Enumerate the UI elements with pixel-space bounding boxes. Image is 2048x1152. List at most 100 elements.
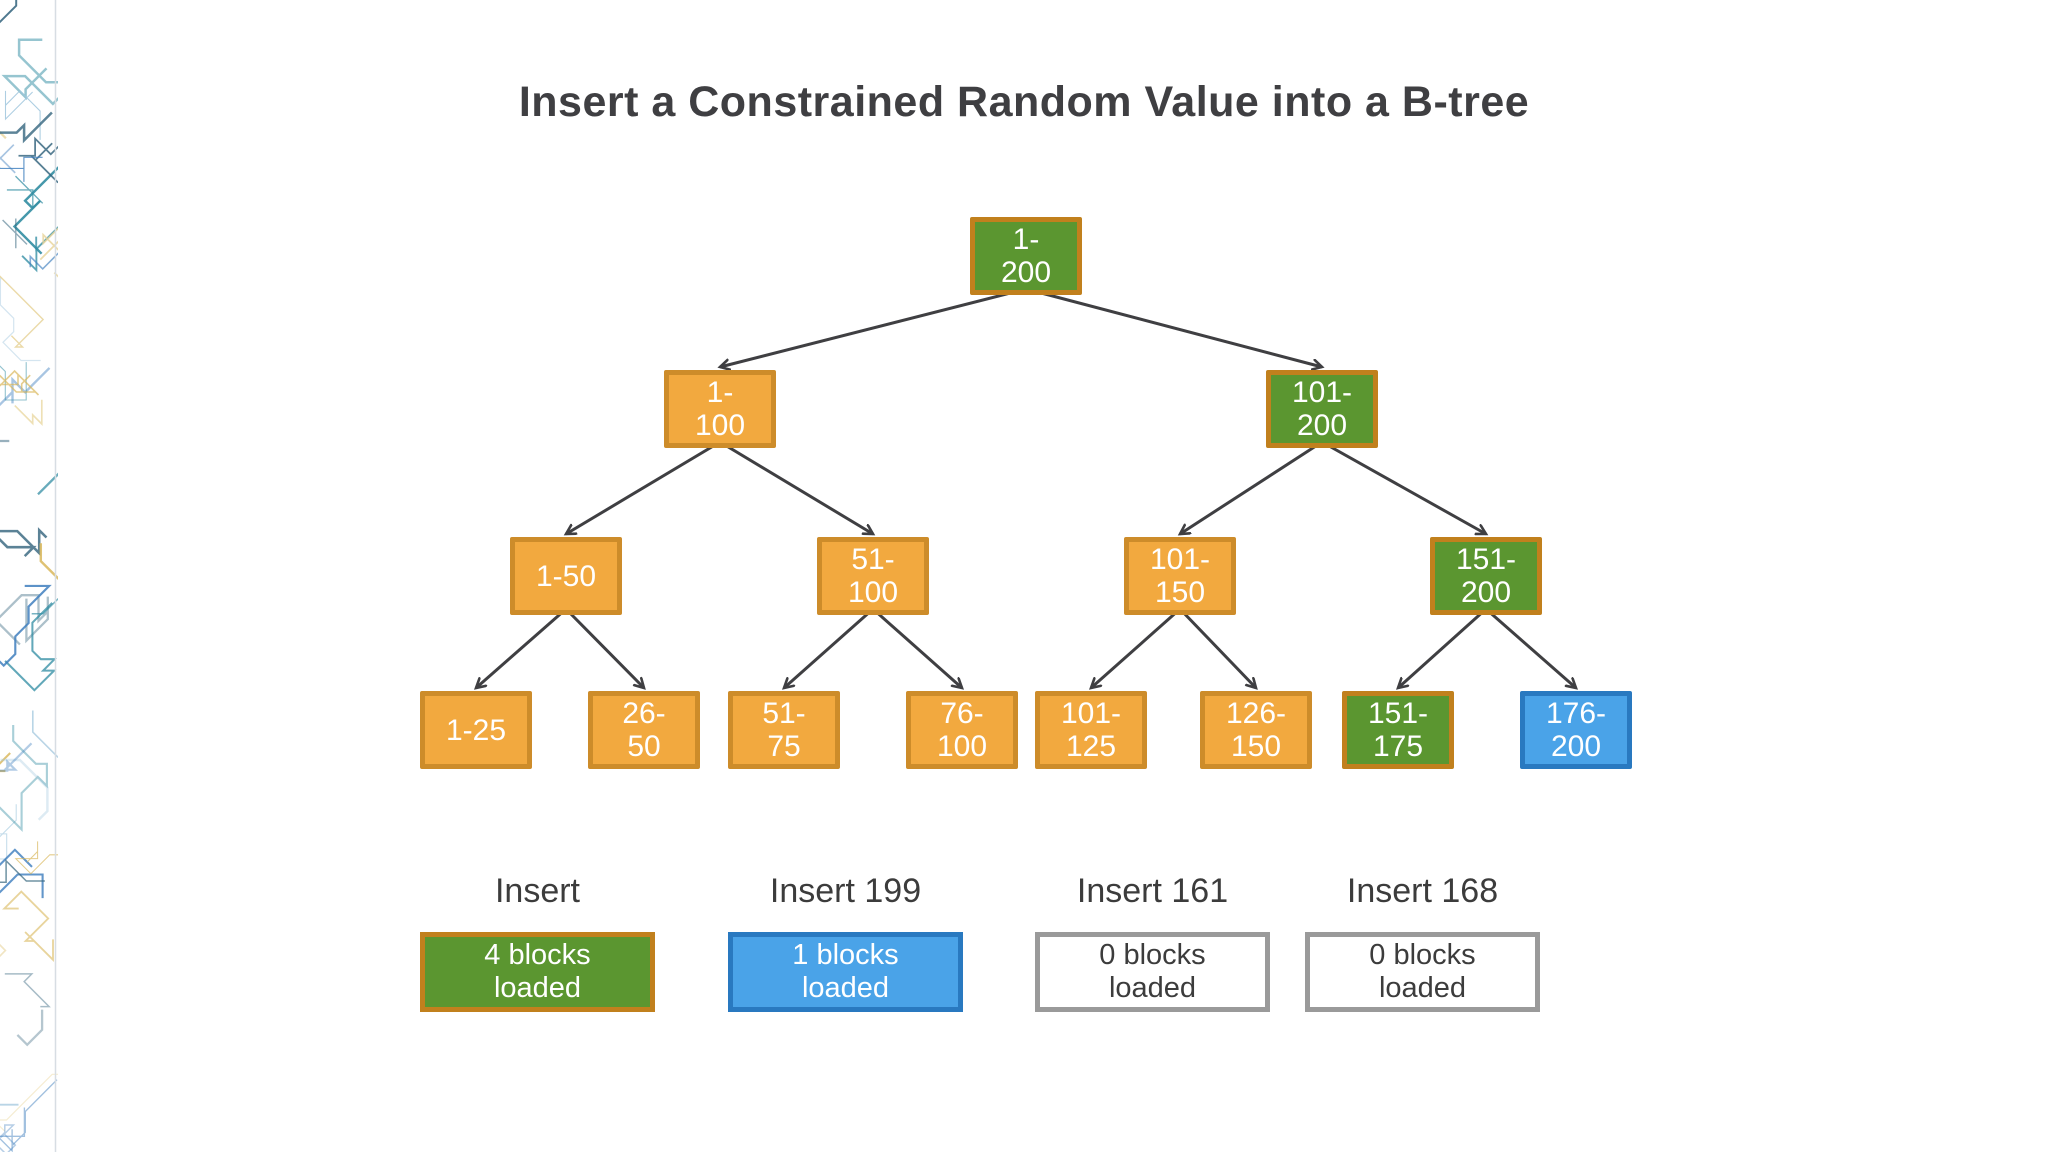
decorative-pattern-line <box>0 594 49 646</box>
tree-node-label: 150 <box>1230 730 1282 763</box>
decorative-pattern-line <box>0 858 45 883</box>
tree-edge-1-200-to-1-100 <box>720 287 1027 367</box>
tree-node-101-125: 101-125 <box>1035 691 1147 769</box>
tree-edge-101-150-to-101-125 <box>1091 607 1181 688</box>
decorative-pattern-line <box>0 1124 17 1152</box>
legend-label-insert-168: Insert 168 <box>1346 872 1499 910</box>
tree-node-label: 1- <box>1012 223 1040 256</box>
decorative-pattern-line <box>0 144 16 174</box>
tree-node-label: 151- <box>1367 697 1429 730</box>
decorative-pattern-line <box>0 848 44 899</box>
legend-label-insert-199: Insert 199 <box>769 872 922 910</box>
tree-node-1-100: 1-100 <box>664 370 776 448</box>
tree-node-label: 125 <box>1065 730 1117 763</box>
tree-node-label: 151- <box>1455 543 1517 576</box>
tree-node-label: 200 <box>1000 256 1052 289</box>
tree-node-label: 76- <box>940 697 984 730</box>
tree-edge-101-200-to-151-200 <box>1321 440 1486 534</box>
tree-node-label: 176- <box>1545 697 1607 730</box>
decorative-pattern-line <box>0 584 52 668</box>
tree-edge-1-100-to-1-50 <box>566 440 721 534</box>
decorative-pattern-line <box>0 1073 58 1132</box>
decorative-pattern-line <box>0 725 48 833</box>
tree-node-label: 200 <box>1550 730 1602 763</box>
decorative-pattern-line <box>29 252 58 271</box>
decorative-pattern-line <box>0 1103 19 1106</box>
decorative-pattern-line <box>0 275 45 348</box>
decorative-pattern-line <box>1 38 58 106</box>
legend-label-insert: Insert <box>494 872 581 910</box>
tree-node-76-100: 76-100 <box>906 691 1018 769</box>
tree-node-126-150: 126-150 <box>1200 691 1312 769</box>
tree-node-151-175: 151-175 <box>1342 691 1454 769</box>
tree-node-26-50: 26-50 <box>588 691 700 769</box>
decorative-pattern-line <box>16 1009 44 1047</box>
tree-edge-151-200-to-151-175 <box>1398 607 1488 688</box>
tree-node-label: 101- <box>1060 697 1122 730</box>
legend-box-insert-199-text: 1 blocks loaded <box>792 939 899 1004</box>
tree-edge-101-150-to-126-150 <box>1178 607 1256 688</box>
decorative-pattern-line <box>2 218 28 249</box>
tree-node-label: 175 <box>1372 730 1424 763</box>
tree-node-label: 101- <box>1149 543 1211 576</box>
tree-edge-51-100-to-76-100 <box>872 607 962 688</box>
decorative-pattern-line <box>14 841 58 875</box>
tree-node-label: 126- <box>1225 697 1287 730</box>
tree-node-1-25: 1-25 <box>420 691 532 769</box>
tree-node-label: 1- <box>706 376 734 409</box>
tree-node-label: 50 <box>627 730 661 763</box>
tree-node-label: 101- <box>1291 376 1353 409</box>
decorative-pattern-line <box>0 156 43 182</box>
tree-node-label: 26- <box>622 697 666 730</box>
tree-node-51-75: 51-75 <box>728 691 840 769</box>
decorative-pattern-line <box>0 1079 58 1152</box>
decorative-pattern-line <box>0 804 17 860</box>
legend-box-insert-168-text: 0 blocks loaded <box>1369 939 1476 1004</box>
legend-box-insert-168: 0 blocks loaded <box>1305 932 1540 1012</box>
decorative-pattern-line <box>2 890 54 963</box>
tree-node-label: 1-50 <box>535 559 597 593</box>
decorative-circuit-svg <box>0 0 58 1152</box>
tree-node-176-200: 176-200 <box>1520 691 1632 769</box>
decorative-pattern-line <box>14 399 43 426</box>
tree-edge-1-200-to-101-200 <box>1025 287 1322 367</box>
tree-edge-1-100-to-51-100 <box>719 440 873 534</box>
tree-edge-1-50-to-1-25 <box>476 607 567 688</box>
tree-node-label: 51- <box>762 697 806 730</box>
tree-node-101-200: 101-200 <box>1266 370 1378 448</box>
tree-node-label: 100 <box>936 730 988 763</box>
decorative-pattern-line <box>4 973 51 1008</box>
tree-edge-1-50-to-26-50 <box>564 607 644 688</box>
tree-node-1-200: 1-200 <box>970 217 1082 295</box>
page-title: Insert a Constrained Random Value into a… <box>518 78 1530 126</box>
tree-node-label: 200 <box>1296 409 1348 442</box>
legend-box-insert-161: 0 blocks loaded <box>1035 932 1270 1012</box>
decorative-pattern-line <box>4 90 41 140</box>
tree-node-label: 75 <box>767 730 801 763</box>
decorative-pattern-line <box>31 710 58 758</box>
decorative-pattern-line <box>12 166 58 255</box>
decorative-pattern-line <box>4 602 57 692</box>
tree-node-101-150: 101-150 <box>1124 537 1236 615</box>
decorative-pattern-line <box>0 111 53 144</box>
tree-edge-51-100-to-51-75 <box>784 607 874 688</box>
decorative-pattern-line <box>31 597 58 615</box>
legend-box-insert-text: 4 blocks loaded <box>484 939 591 1004</box>
decorative-pattern-line <box>0 369 40 396</box>
legend-box-insert-161-text: 0 blocks loaded <box>1099 939 1206 1004</box>
decorative-pattern-line <box>18 136 58 184</box>
tree-node-label: 1-25 <box>445 713 507 747</box>
tree-edge-151-200-to-176-200 <box>1485 607 1576 688</box>
tree-node-1-50: 1-50 <box>510 537 622 615</box>
tree-node-label: 100 <box>847 576 899 609</box>
decorative-pattern-line <box>0 527 48 557</box>
tree-node-label: 100 <box>694 409 746 442</box>
tree-node-151-200: 151-200 <box>1430 537 1542 615</box>
tree-node-label: 51- <box>851 543 895 576</box>
decorative-circuit-pattern <box>0 0 58 1152</box>
decorative-pattern-line <box>0 367 51 407</box>
legend-label-insert-161: Insert 161 <box>1076 872 1229 910</box>
tree-node-label: 200 <box>1460 576 1512 609</box>
